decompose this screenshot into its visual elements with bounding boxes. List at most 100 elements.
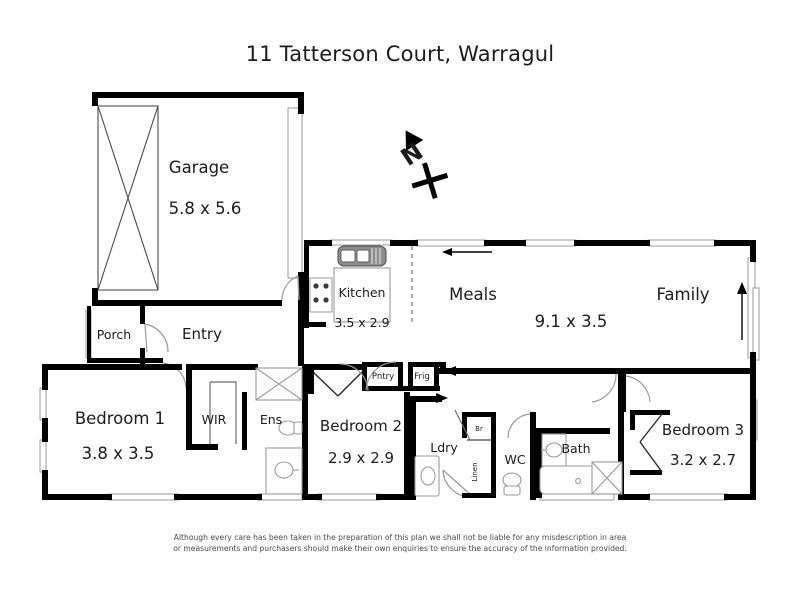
wall-meals-bottom — [436, 368, 756, 374]
wall-wir-left — [186, 364, 192, 450]
bedroom3-dimensions: 3.2 x 2.7 — [670, 451, 736, 469]
meals-family-room: Meals 9.1 x 3.5 Family — [392, 240, 756, 376]
window-bedroom1-bottom — [107, 493, 179, 501]
north-arrow: N — [396, 130, 449, 200]
door-wc — [507, 413, 531, 439]
wall-porch-bottom — [87, 358, 163, 363]
window-glazing-group — [39, 107, 760, 501]
bedroom1-label: Bedroom 1 — [75, 409, 165, 428]
wall-bed1-bottom — [42, 494, 112, 500]
laundry-trough — [414, 455, 440, 497]
ldry-label: Ldry — [430, 440, 458, 455]
wall-bed2-top — [308, 364, 364, 370]
slider-arrow-meals-bottom — [444, 366, 520, 376]
bedroom2-wardrobe-lines — [312, 371, 363, 397]
ens-label: Ens — [260, 412, 282, 427]
wall-kitchen-top-left — [304, 240, 332, 246]
wall-frig-right — [434, 362, 439, 390]
bath-shower — [591, 461, 623, 495]
wall-garage-right-upper — [298, 92, 304, 114]
bedroom1-dimensions: 3.8 x 3.5 — [82, 444, 155, 463]
door-bedroom2 — [339, 363, 369, 393]
kitchen-sink — [337, 245, 387, 267]
wall-frig-left — [408, 362, 413, 390]
kitchen-island-bench — [333, 267, 391, 323]
kitchen-cooktop — [309, 277, 333, 313]
window-bedroom1-left-upper — [39, 387, 47, 421]
wall-family-right-lower — [750, 352, 756, 374]
family-label: Family — [656, 285, 709, 304]
wall-hall-right — [440, 362, 446, 370]
kitchen-label: Kitchen — [339, 285, 386, 300]
garage-room: Garage 5.8 x 5.6 — [92, 92, 304, 366]
wall-bed2-bottom-a — [302, 494, 322, 500]
garage-door-panel — [97, 105, 159, 291]
wall-pntry-right — [398, 362, 403, 390]
wall-garage-top — [92, 92, 304, 98]
door-garage-to-entry — [281, 275, 299, 301]
wall-bed1-left-a — [42, 364, 48, 390]
wc-label: WC — [504, 452, 525, 467]
laundry-entry-arrow — [408, 393, 448, 403]
wall-bed2-right — [404, 392, 410, 500]
door-leaf-front — [144, 323, 148, 353]
wall-meals-top-a — [392, 240, 418, 246]
wall-bed3-bir-bottom — [630, 470, 662, 475]
wall-bed2-bottom-b — [376, 494, 410, 500]
window-meals-top-a — [415, 239, 487, 247]
wall-wc-right — [530, 412, 536, 500]
window-bedroom2-bottom — [317, 493, 381, 501]
wall-bath-right — [618, 368, 624, 500]
wall-kitchen-bottom — [304, 322, 326, 327]
pantry-fridge-nook: Pntry Frig — [362, 361, 440, 391]
bedroom3-room: Bedroom 3 3.2 x 2.7 — [624, 368, 756, 500]
door-entry-to-hall — [162, 362, 187, 389]
wall-wir-bottom — [186, 444, 218, 450]
wall-bed3-bottom-a — [624, 494, 650, 500]
bedroom2-room: Bedroom 2 2.9 x 2.9 — [302, 363, 410, 500]
wall-br-left — [462, 412, 467, 438]
wall-garage-left-lower — [92, 288, 98, 304]
bathtub — [539, 465, 603, 495]
wall-bath-top — [536, 428, 610, 434]
window-kitchen-top — [329, 239, 393, 246]
wall-bed3-bottom-b — [724, 494, 756, 500]
wc-room: WC — [502, 412, 536, 500]
wall-garage-left-upper — [92, 92, 98, 106]
bath-vanity — [541, 433, 567, 469]
door-bedroom3 — [625, 375, 651, 403]
porch-entry-area: Porch Entry — [87, 306, 222, 389]
bath-room: Bath — [536, 368, 624, 500]
wall-nub-meals-1 — [412, 240, 418, 246]
porch-label: Porch — [97, 327, 131, 342]
ens-toilet — [278, 420, 303, 436]
wir-ens-area: WIR Ens — [186, 364, 308, 500]
wall-wir-right — [242, 392, 247, 450]
wall-meals-top-b — [484, 240, 526, 246]
meals-dimensions: 9.1 x 3.5 — [535, 312, 608, 331]
wall-br-right — [491, 412, 496, 498]
pntry-label: Pntry — [372, 372, 394, 382]
wall-bed1-top — [42, 364, 182, 370]
wall-porch-right — [140, 306, 145, 324]
wall-porch-right-lower — [140, 348, 145, 364]
wall-nook-bottom — [362, 386, 440, 391]
wc-toilet — [502, 472, 522, 496]
wall-garage-right-lower — [298, 272, 304, 366]
window-bedroom1-left-lower — [39, 439, 47, 473]
meals-label: Meals — [449, 285, 497, 304]
wall-frig-top — [408, 362, 440, 367]
ens-shower — [255, 367, 303, 401]
door-hall-to-meals — [365, 361, 397, 391]
page-title: 11 Tatterson Court, Warragul — [245, 42, 555, 66]
wall-linen-bottom — [462, 493, 496, 498]
bedroom3-label: Bedroom 3 — [662, 421, 744, 439]
disclaimer-text: Although every care has been taken in th… — [173, 533, 627, 553]
wall-br-top — [462, 412, 496, 417]
laundry-area: Ldry Br Linen — [408, 393, 496, 500]
door-leaf-garage — [297, 275, 300, 301]
slider-arrow-family-right — [737, 282, 747, 340]
bedroom3-wardrobe-lines — [639, 413, 663, 473]
wall-family-top-d — [714, 240, 756, 246]
